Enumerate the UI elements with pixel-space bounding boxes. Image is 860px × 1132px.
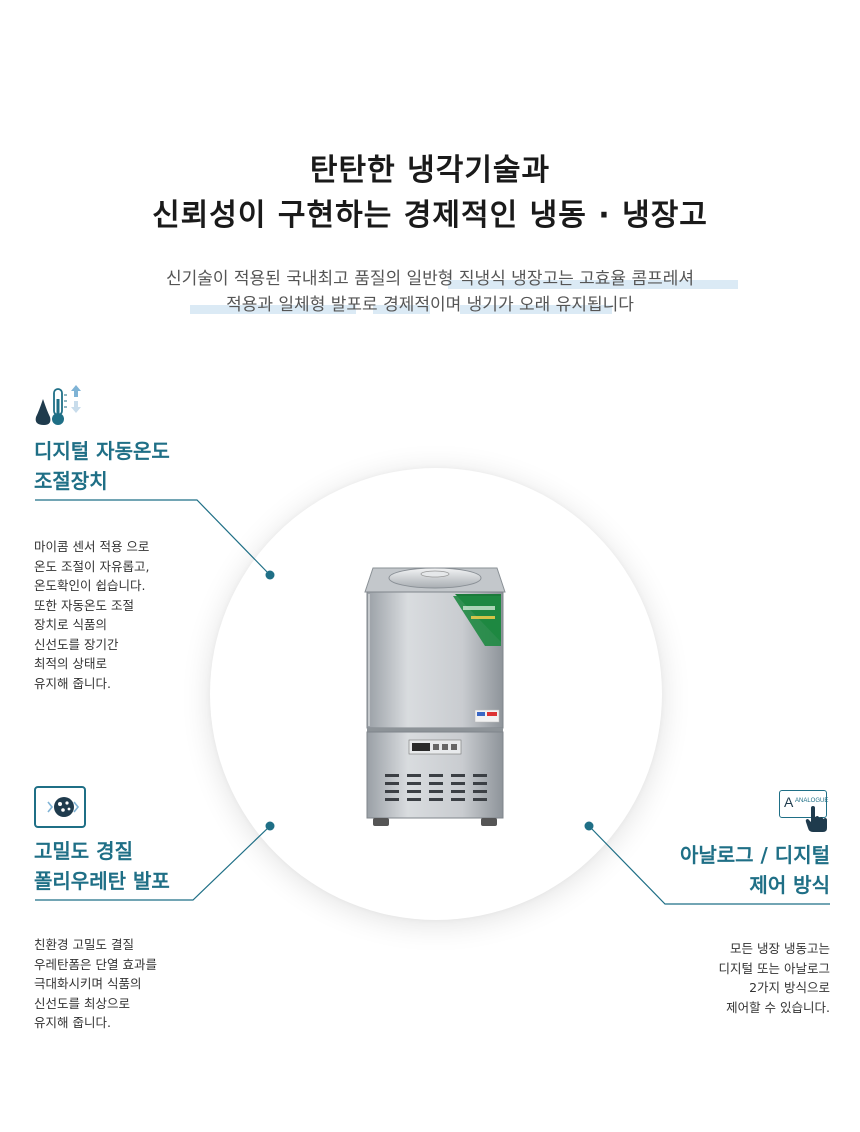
connector-line-control xyxy=(588,825,830,905)
connector-dot-digital xyxy=(265,570,275,580)
desc-line: 유지해 줍니다. xyxy=(34,1015,111,1030)
subtitle-line2: 적용과 일체형 발포로 경제적이며 냉기가 오래 유지됩니다 xyxy=(0,290,860,315)
desc-line: 온도 조절이 자유롭고, xyxy=(34,558,150,574)
desc-line: 또한 자동온도 조절 xyxy=(34,597,134,613)
feature-title-control-line1: 아날로그 / 디지털 xyxy=(679,843,830,867)
analogue-label: ANALOGUE xyxy=(795,798,829,804)
desc-line: 모든 냉장 냉동고는 xyxy=(730,941,830,956)
hand-pointer-icon xyxy=(805,806,827,832)
feature-title-control-line2: 제어 방식 xyxy=(749,873,830,897)
page-title-line2: 신뢰성이 구현하는 경제적인 냉동 · 냉장고 xyxy=(152,198,708,233)
refrigerator-image xyxy=(364,567,506,826)
subtitle-line1: 신기술이 적용된 국내최고 품질의 일반형 직냉식 냉장고는 고효율 콤프레셔 xyxy=(0,264,860,289)
page-title-line1: 탄탄한 냉각기술과 xyxy=(309,153,551,188)
desc-line: 신선도를 최상으로 xyxy=(34,995,130,1011)
foam-insulation-icon xyxy=(34,786,86,828)
feature-title-digital-line2: 조절장치 xyxy=(34,469,108,493)
feature-desc-foam: 친환경 고밀도 결질 우레탄폼은 단열 효과를 극대화시키며 식품의 신선도를 … xyxy=(34,935,224,1033)
feature-title-foam-line2: 폴리우레탄 발포 xyxy=(34,869,170,893)
subtitle-highlight xyxy=(460,305,612,314)
desc-line: 친환경 고밀도 결질 xyxy=(34,937,134,952)
subtitle-highlight xyxy=(373,305,430,314)
desc-line: 마이콤 센서 적용 으로 xyxy=(34,539,150,554)
connector-line-digital xyxy=(35,499,271,576)
desc-line: 우레탄폼은 단열 효과를 xyxy=(34,956,157,972)
desc-line: 극대화시키며 식품의 xyxy=(34,976,142,991)
desc-line: 유지해 줍니다. xyxy=(34,675,111,691)
feature-title-digital-line1: 디지털 자동온도 xyxy=(34,439,170,463)
desc-line: 장치로 식품의 xyxy=(34,617,107,632)
analogue-letter: A xyxy=(784,794,794,810)
desc-line: 신선도를 장기간 xyxy=(34,636,119,652)
subtitle-highlight xyxy=(190,305,356,314)
desc-line: 디지털 또는 아날로그 xyxy=(718,960,830,976)
feature-desc-digital: 마이콤 센서 적용 으로 온도 조절이 자유롭고, 온도확인이 쉽습니다. 또한… xyxy=(34,537,204,693)
desc-line: 최적의 상태로 xyxy=(34,656,107,671)
analogue-touch-icon: A ANALOGUE xyxy=(779,790,831,832)
desc-line: 온도확인이 쉽습니다. xyxy=(34,578,146,593)
feature-title-foam-line1: 고밀도 경질 xyxy=(34,839,133,863)
connector-dot-foam xyxy=(265,821,275,831)
desc-line: 제어할 수 있습니다. xyxy=(726,999,830,1015)
foam-insulation-glyph xyxy=(47,797,80,817)
connector-line-foam xyxy=(35,825,271,901)
analogue-display: A ANALOGUE xyxy=(779,790,829,818)
connector-dot-control xyxy=(584,821,594,831)
subtitle-text: 신기술이 적용된 국내최고 품질의 일반형 직냉식 냉장고는 고효율 콤프레셔 xyxy=(165,269,695,289)
desc-line: 2가지 방식으로 xyxy=(749,980,830,995)
feature-desc-control: 모든 냉장 냉동고는 디지털 또는 아날로그 2가지 방식으로 제어할 수 있습… xyxy=(630,939,830,1017)
subtitle-highlight xyxy=(448,280,738,289)
thermometer-icon xyxy=(35,385,81,425)
subtitle-text: 적용과 일체형 발포로 경제적이며 냉기가 오래 유지됩니다 xyxy=(226,295,634,315)
